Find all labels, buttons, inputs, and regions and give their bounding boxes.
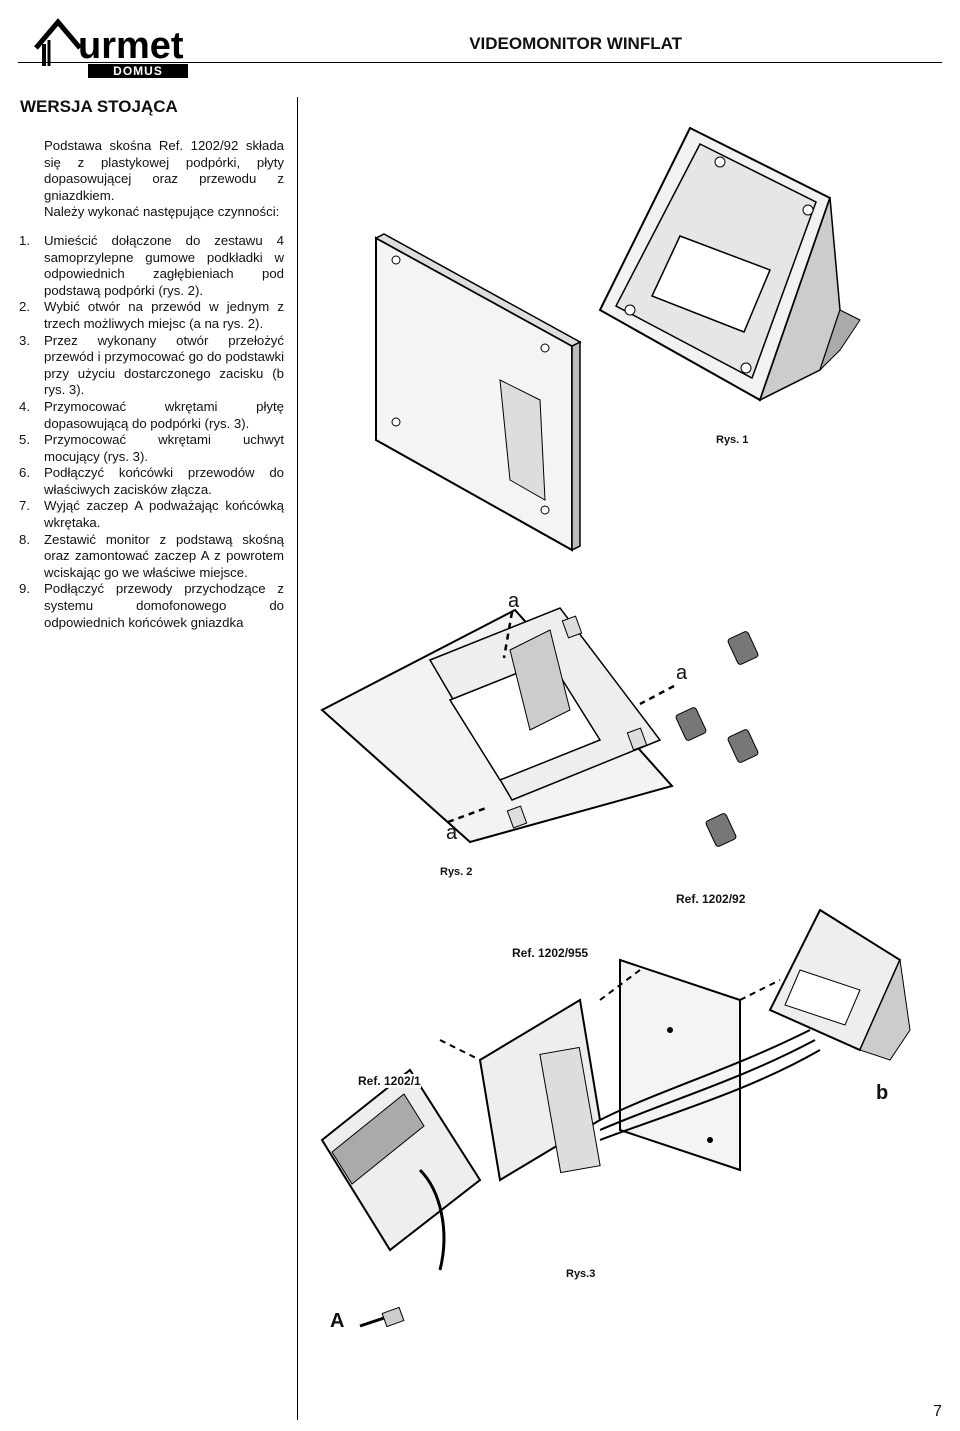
list-item: 2.Wybić otwór na przewód w jednym z trze… [19, 299, 284, 331]
figure-caption: Rys.3 [566, 1268, 596, 1280]
callout-a: a [446, 822, 458, 844]
figure-rys-3 [300, 890, 920, 1370]
list-item: 7.Wyjąć zaczep A podważając końcówką wkr… [19, 498, 284, 531]
callout-a: a [676, 662, 688, 684]
column-divider [297, 97, 298, 1420]
intro-lead: Należy wykonać następujące czynności: [44, 204, 280, 220]
figure-rys-2 [300, 590, 920, 860]
section-title: WERSJA STOJĄCA [20, 97, 178, 116]
list-item: 6.Podłączyć końcówki przewodów do właści… [19, 465, 284, 497]
reference-label: Ref. 1202/955 [512, 946, 589, 960]
svg-text:DOMUS: DOMUS [113, 64, 163, 78]
figure-caption: Rys. 1 [716, 434, 749, 446]
list-item: 1.Umieścić dołączone do zestawu 4 samopr… [19, 232, 284, 298]
callout-A: A [330, 1310, 345, 1332]
reference-label: Ref. 1202/1 [358, 1074, 421, 1088]
urmet-domus-logo: urmet DOMUS [32, 14, 192, 80]
page-number: 7 [933, 1403, 942, 1420]
list-item: 3.Przez wykonany otwór przełożyć przewód… [19, 332, 284, 398]
figure-caption: Rys. 2 [440, 866, 473, 878]
intro-paragraph: Podstawa skośna Ref. 1202/92 składa się … [44, 138, 284, 203]
figure-rys-1 [300, 110, 920, 570]
header-divider [18, 62, 942, 63]
svg-text:urmet: urmet [78, 25, 184, 67]
list-item: 8.Zestawić monitor z podstawą skośną ora… [19, 531, 284, 580]
steps-list: 1.Umieścić dołączone do zestawu 4 samopr… [19, 232, 284, 631]
callout-a: a [508, 590, 520, 612]
list-item: 9.Podłączyć przewody przychodzące z syst… [19, 581, 284, 630]
document-title: VIDEOMONITOR WINFLAT [469, 34, 682, 53]
reference-label: Ref. 1202/92 [676, 892, 746, 906]
list-item: 4.Przymocować wkrętami płytę dopasowując… [19, 398, 284, 431]
instructions-column: Podstawa skośna Ref. 1202/92 składa się … [19, 138, 284, 631]
list-item: 5.Przymocować wkrętami uchwyt mocujący (… [19, 432, 284, 464]
callout-b: b [876, 1082, 889, 1104]
